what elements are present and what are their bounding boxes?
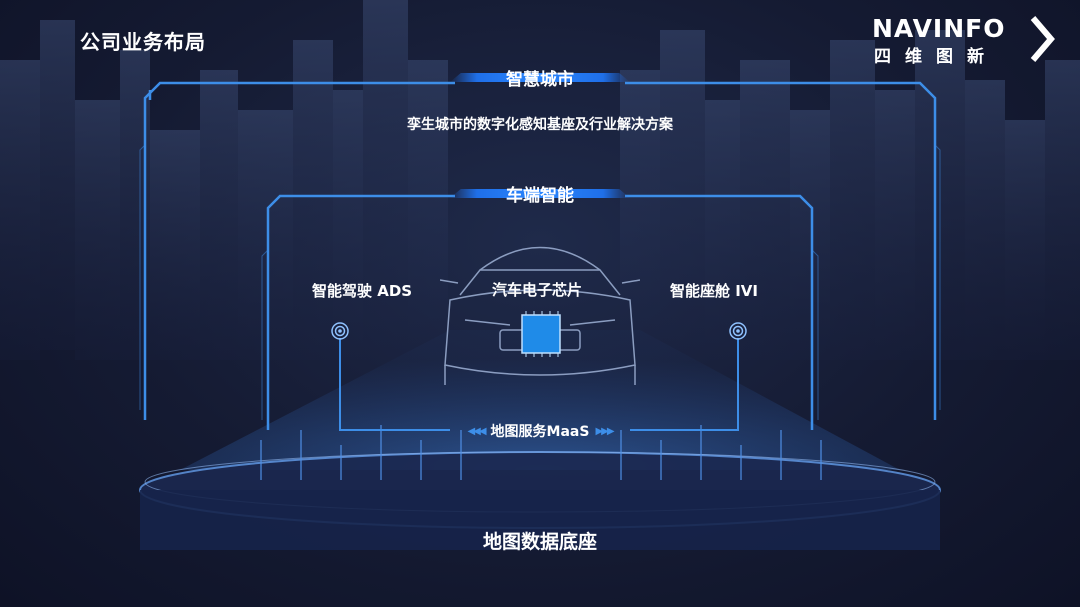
chip-icon bbox=[521, 314, 561, 354]
target-icon bbox=[729, 322, 747, 340]
page-title: 公司业务布局 bbox=[80, 30, 206, 54]
ads-label: 智能驾驶 ADS bbox=[312, 282, 413, 300]
smart-city-banner: 智慧城市 bbox=[450, 68, 630, 90]
maas-row: ◀◀◀ 地图服务MaaS ▶▶▶ bbox=[452, 421, 628, 441]
target-icon bbox=[331, 322, 349, 340]
chevron-right-icon bbox=[1030, 16, 1055, 62]
smart-city-title: 智慧城市 bbox=[506, 69, 574, 90]
logo-wordmark: NAVINFO bbox=[872, 14, 1006, 43]
arrow-left-icon: ◀◀◀ bbox=[467, 425, 486, 437]
vehicle-intelligence-title: 车端智能 bbox=[506, 185, 574, 206]
chip-label: 汽车电子芯片 bbox=[492, 281, 583, 299]
maas-label: 地图服务MaaS bbox=[490, 424, 590, 440]
car-wireframe-image bbox=[440, 246, 640, 385]
logo-chinese-name: 四维图新 bbox=[874, 47, 998, 67]
navinfo-logo: NAVINFO 四维图新 bbox=[872, 14, 1057, 67]
vehicle-intelligence-banner: 车端智能 bbox=[450, 184, 630, 206]
map-data-base-title: 地图数据底座 bbox=[482, 531, 597, 553]
arrow-right-icon: ▶▶▶ bbox=[595, 425, 614, 437]
ivi-label: 智能座舱 IVI bbox=[670, 282, 758, 300]
smart-city-description: 孪生城市的数字化感知基座及行业解决方案 bbox=[407, 117, 673, 133]
